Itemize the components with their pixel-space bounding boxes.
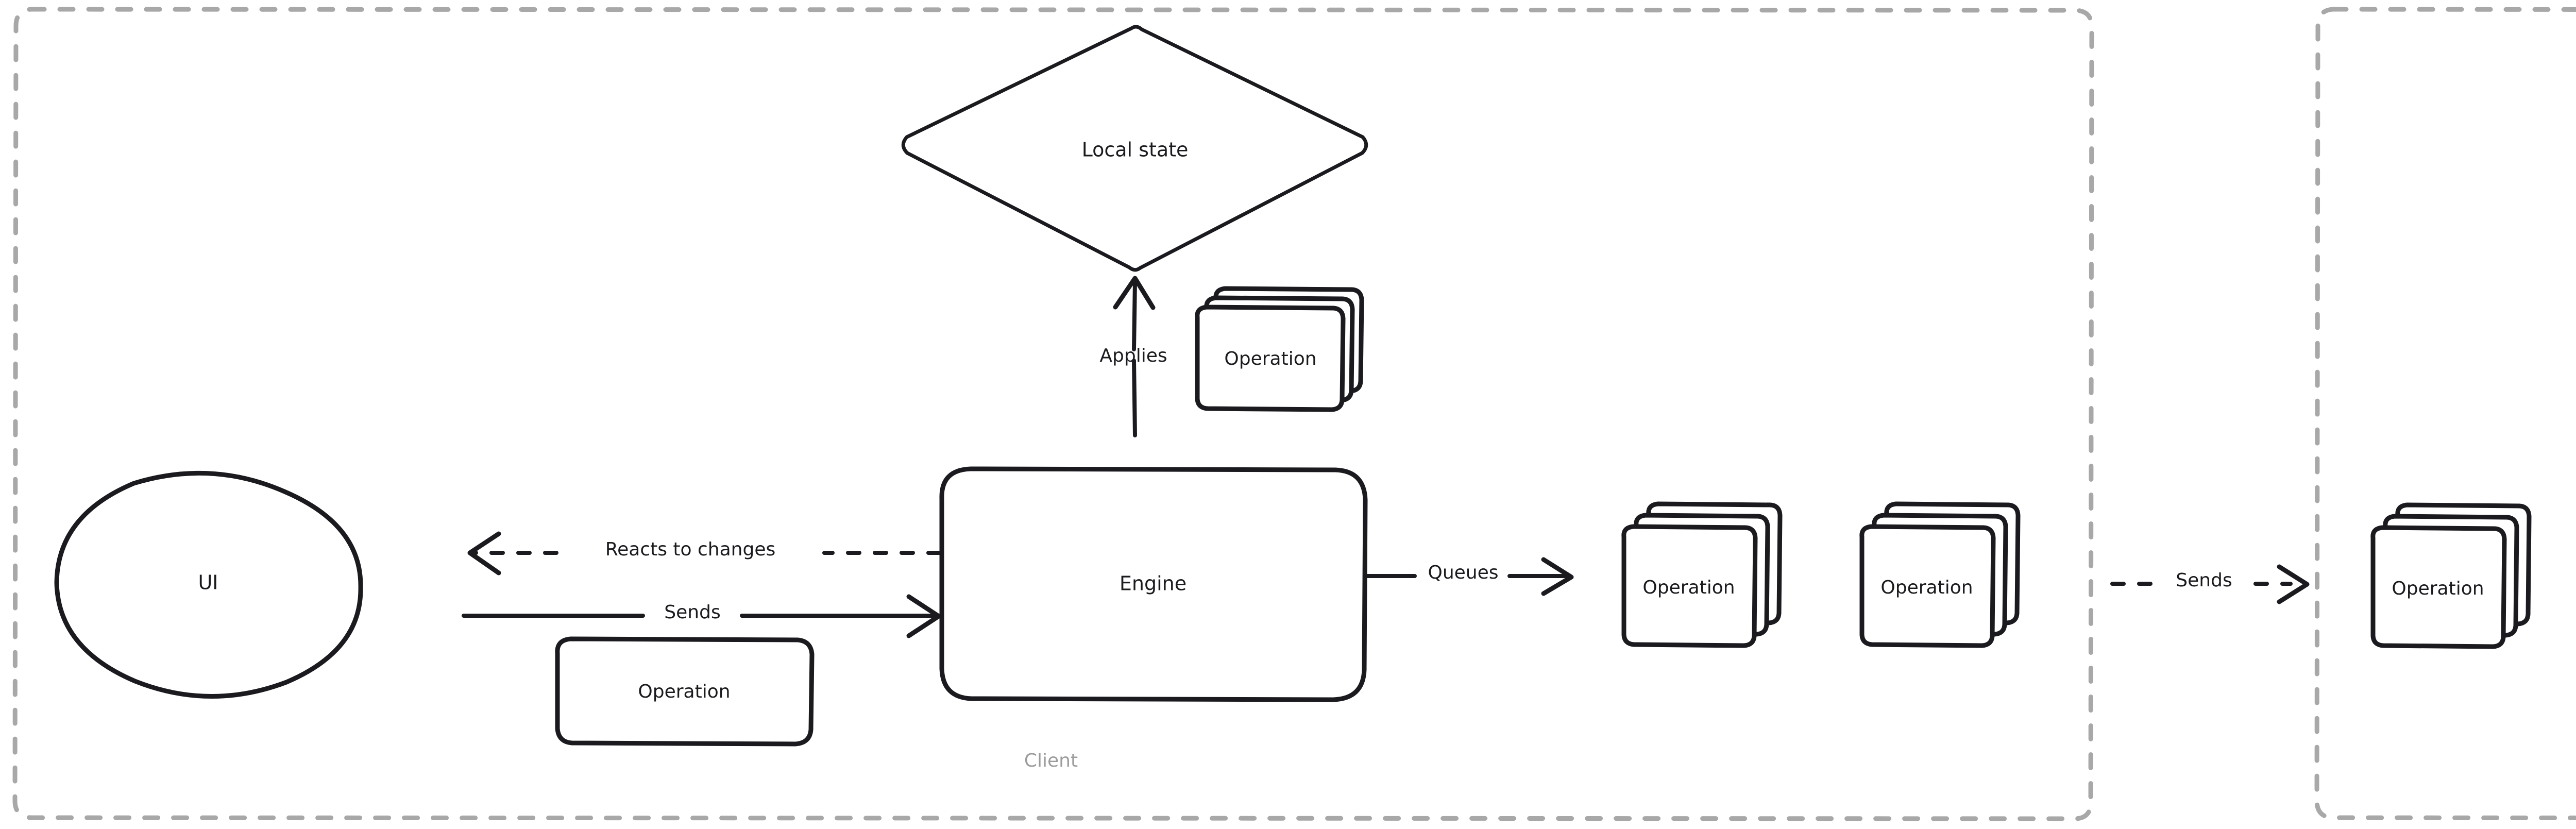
sends-operation-card-shape — [555, 636, 815, 747]
backend-stack1-card-front — [2370, 525, 2507, 649]
ui-label: UI — [198, 571, 218, 594]
client-applies-operation-stack[interactable]: Operation — [1195, 286, 1364, 412]
operation-card-label: Operation — [1224, 348, 1316, 369]
client-container: Client — [12, 7, 2094, 821]
queue2-card-label: Operation — [1880, 577, 1973, 598]
local-state-diamond-shape — [901, 25, 1368, 272]
queue1-card-label: Operation — [1642, 577, 1735, 598]
backend-operation-stack-1[interactable]: Operation — [2370, 502, 2532, 649]
ui-ellipse-shape — [54, 470, 363, 699]
between-sends-label: Sends — [2176, 570, 2232, 591]
client-sends-edge: Sends — [462, 594, 941, 638]
client-container-border — [12, 7, 2094, 821]
backend-stack1-card-label: Operation — [2392, 578, 2484, 599]
client-applies-edge: Applies — [1099, 276, 1167, 437]
queue2-card-front — [1859, 524, 1996, 648]
queue1-card-front — [1621, 524, 1758, 648]
client-engine-node[interactable]: Engine — [939, 466, 1368, 702]
queue-operation-stack-1[interactable]: Operation — [1621, 501, 1783, 648]
client-applies-line — [1132, 279, 1137, 437]
queues-label: Queues — [1428, 562, 1498, 583]
queues-edge: Queues — [1365, 557, 1574, 596]
sends-operation-card-label: Operation — [638, 681, 730, 702]
queue-operation-stack-2[interactable]: Operation — [1859, 501, 2021, 648]
between-sends-arrowhead — [2277, 564, 2310, 604]
client-applies-label: Applies — [1099, 345, 1167, 366]
local-state-label: Local state — [1082, 139, 1189, 161]
client-container-label: Client — [1024, 750, 1078, 771]
client-applies-arrowhead — [1113, 276, 1156, 310]
client-engine-shape — [939, 466, 1368, 702]
reacts-to-changes-label: Reacts to changes — [605, 539, 776, 560]
queues-arrowhead — [1541, 557, 1574, 596]
backend-container: Realtime backend — [2314, 7, 2576, 820]
reacts-to-changes-arrowhead — [467, 531, 501, 576]
sends-operation-card[interactable]: Operation — [555, 636, 815, 747]
between-sends-edge: Sends — [2110, 564, 2310, 604]
reacts-to-changes-edge: Reacts to changes — [467, 531, 942, 576]
backend-container-border — [2314, 7, 2576, 820]
client-sends-arrowhead — [906, 594, 941, 638]
local-state-node[interactable]: Local state — [901, 25, 1368, 272]
client-engine-label: Engine — [1120, 572, 1187, 595]
ui-node[interactable]: UI — [54, 470, 363, 699]
operation-card-front — [1195, 304, 1346, 412]
client-sends-label: Sends — [664, 602, 720, 623]
